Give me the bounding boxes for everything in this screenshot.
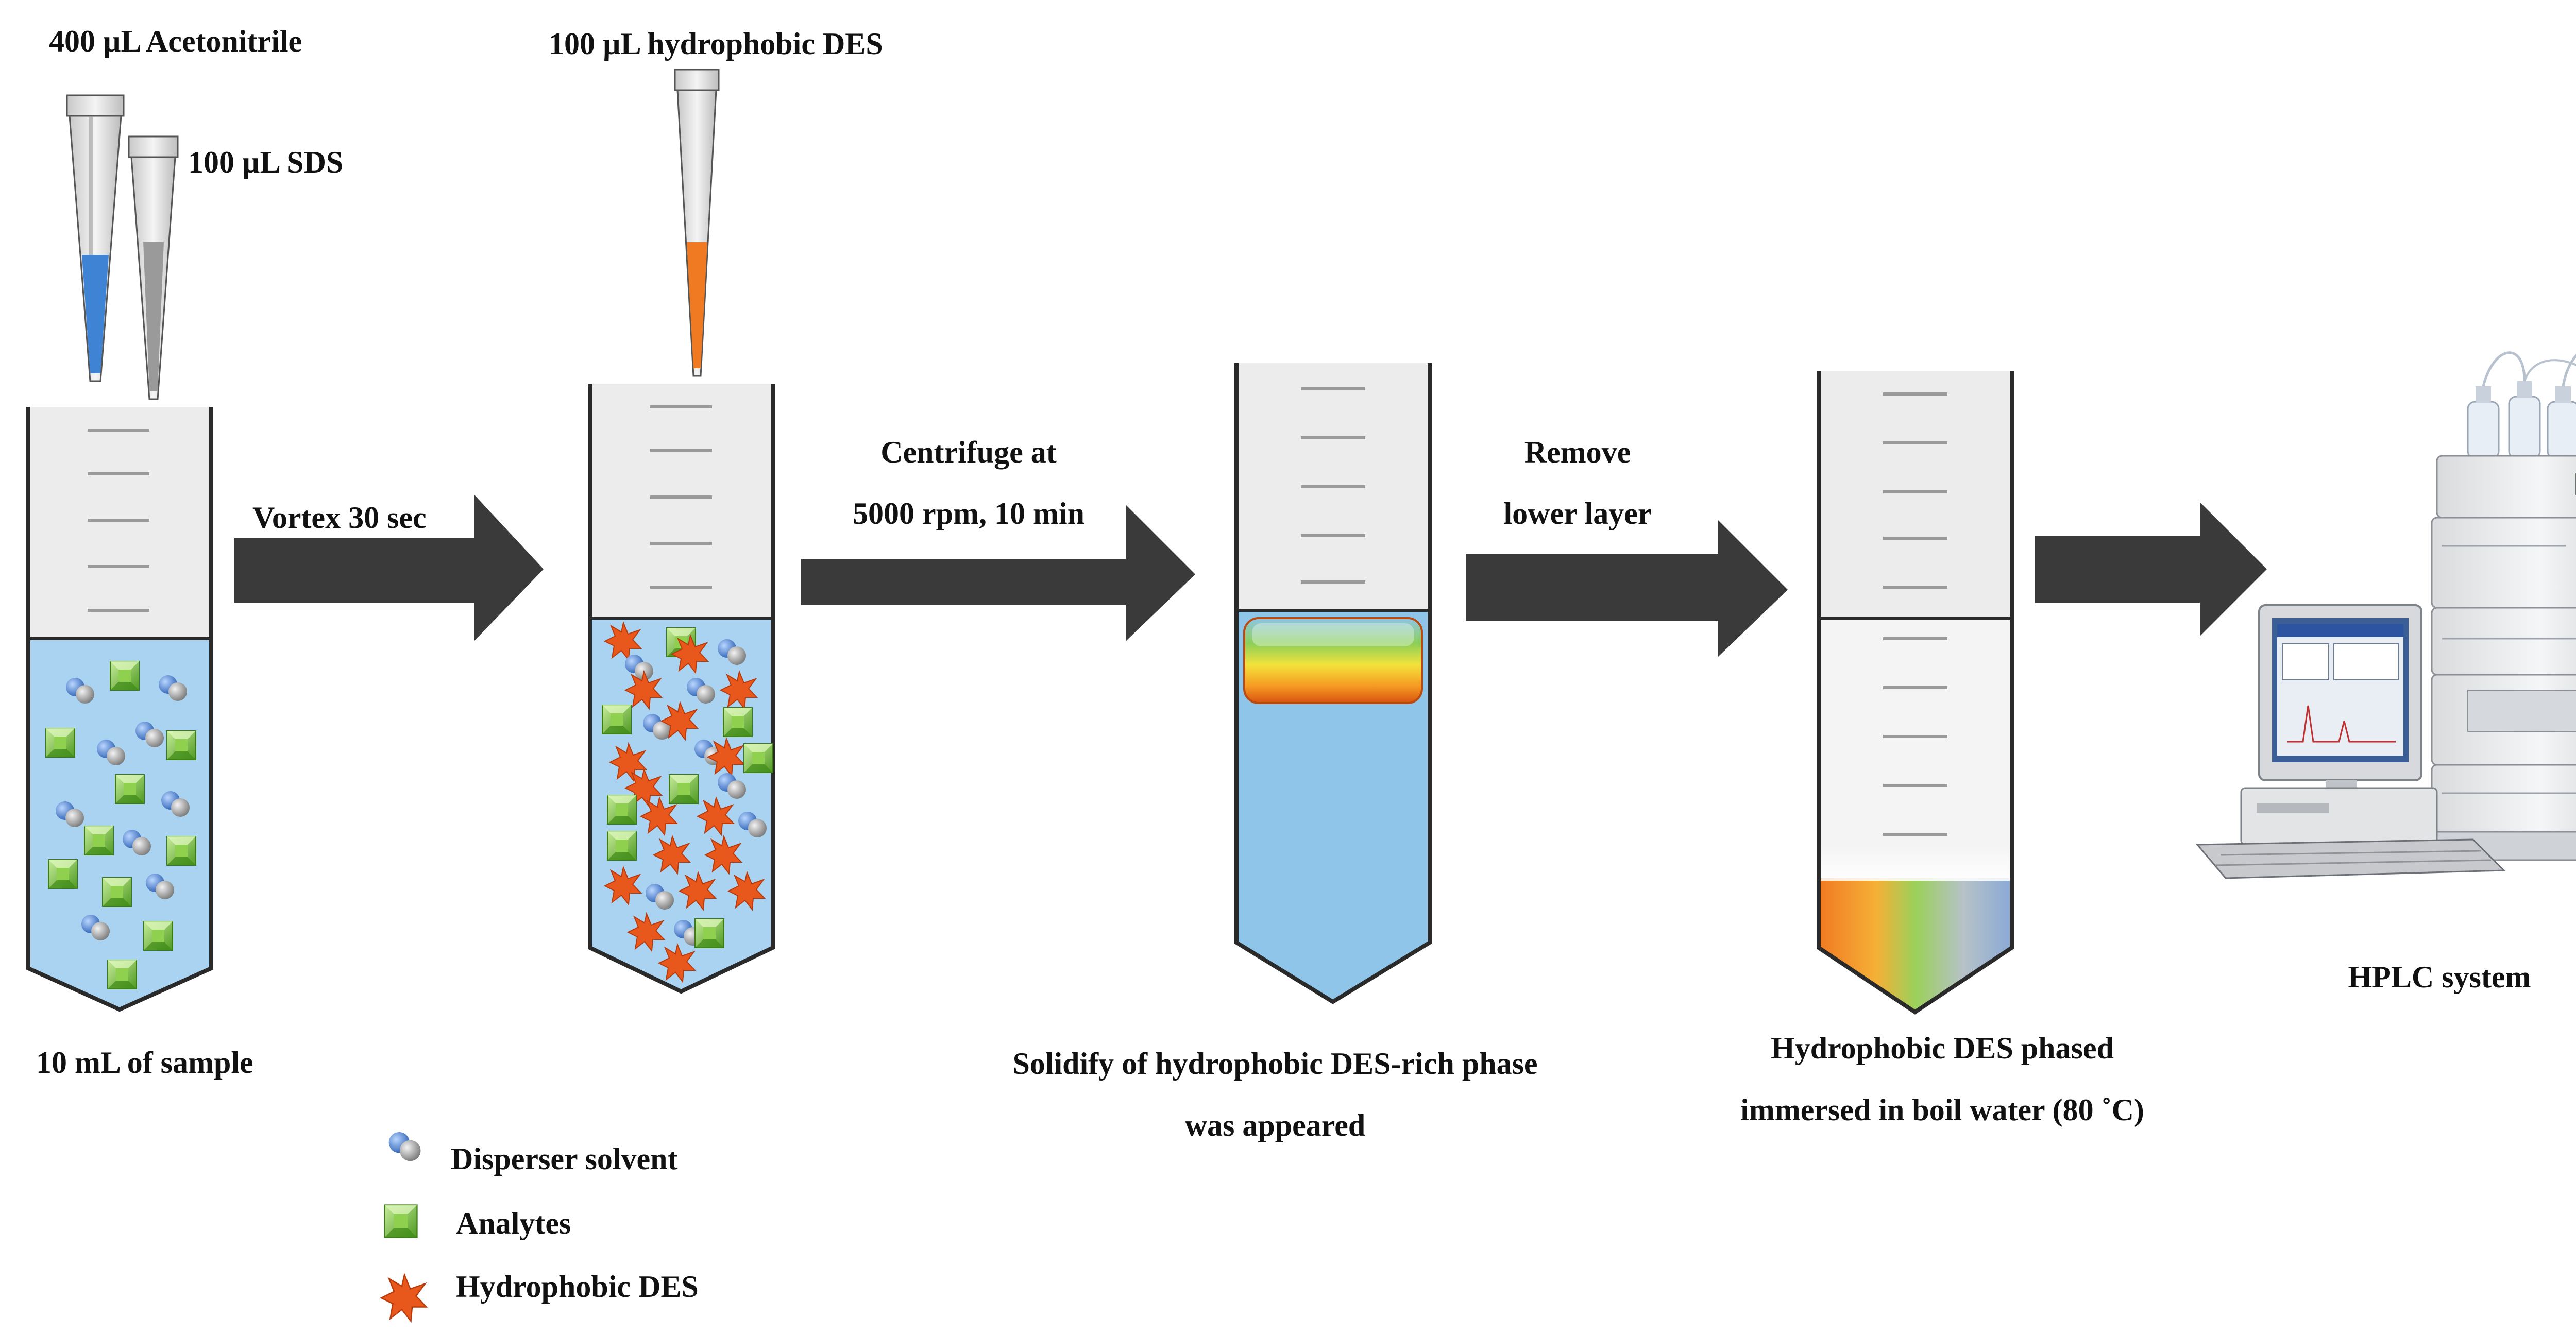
pipette-tip-des bbox=[674, 69, 720, 377]
analyte-icon bbox=[384, 1204, 418, 1238]
vortex-label: Vortex 30 sec bbox=[252, 501, 427, 535]
sds-label: 100 µL SDS bbox=[188, 145, 343, 179]
acetonitrile-label: 400 µL Acetonitrile bbox=[49, 24, 302, 58]
solvent-bottles bbox=[2467, 351, 2576, 459]
centrifuge-arrow bbox=[801, 505, 1195, 641]
centrifuged-tube bbox=[1234, 363, 1432, 1004]
immersed-caption-2: immersed in boil water (80 ˚C) bbox=[1740, 1093, 2144, 1127]
des-reagent-label: 100 µL hydrophobic DES bbox=[549, 27, 883, 61]
hplc-module-stack bbox=[2431, 455, 2576, 861]
remove-arrow bbox=[1466, 520, 1788, 657]
legend-label-disperser: Disperser solvent bbox=[451, 1142, 678, 1176]
legend: Disperser solvent Analytes Hydrophobic D… bbox=[380, 1132, 699, 1322]
centrifuge-label-2: 5000 rpm, 10 min bbox=[853, 497, 1084, 530]
disperser-solvent-icon bbox=[388, 1132, 421, 1161]
computer-monitor bbox=[2258, 604, 2422, 809]
solidify-caption-1: Solidify of hydrophobic DES-rich phase bbox=[1012, 1047, 1537, 1081]
pipette-tip-sds bbox=[128, 135, 179, 400]
des-phase-tube bbox=[1817, 371, 2014, 1015]
immersed-caption-1: Hydrophobic DES phased bbox=[1771, 1031, 2114, 1065]
solidify-caption-2: was appeared bbox=[1185, 1108, 1366, 1142]
legend-label-des: Hydrophobic DES bbox=[456, 1270, 699, 1304]
hplc-caption: HPLC system bbox=[2348, 960, 2531, 994]
to-hplc-arrow bbox=[2035, 502, 2267, 636]
sample-tube bbox=[26, 407, 213, 1012]
remove-label-1: Remove bbox=[1524, 435, 1631, 469]
centrifuge-label-1: Centrifuge at bbox=[880, 435, 1057, 469]
hydrophobic-des-icon bbox=[380, 1274, 427, 1322]
hplc-system-illustration bbox=[2195, 351, 2576, 879]
vortex-arrow bbox=[234, 494, 544, 641]
pipette-tip-acetonitrile bbox=[66, 94, 125, 382]
sample-caption: 10 mL of sample bbox=[36, 1046, 253, 1080]
remove-label-2: lower layer bbox=[1503, 497, 1651, 530]
dispersed-tube bbox=[588, 384, 775, 994]
des-rich-phase bbox=[1243, 617, 1423, 704]
legend-label-analytes: Analytes bbox=[456, 1206, 571, 1240]
